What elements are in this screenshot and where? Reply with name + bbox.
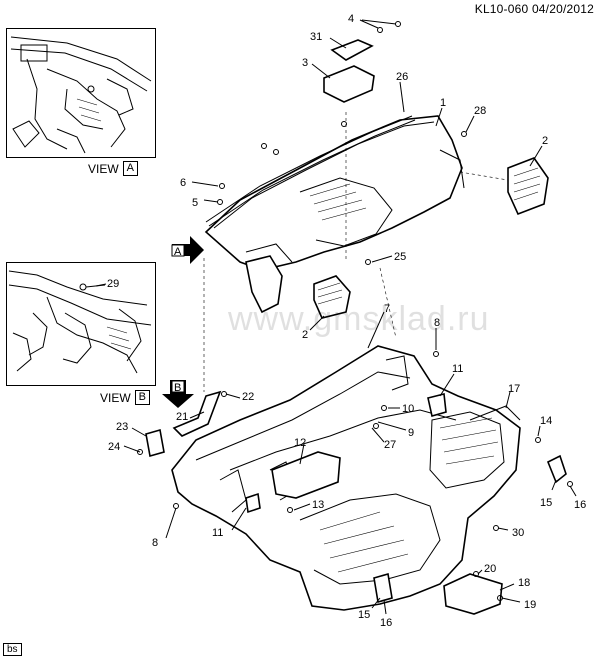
clip-11-left xyxy=(245,492,261,514)
bracket-15-lower xyxy=(373,572,393,604)
diagram-date: 04/20/2012 xyxy=(531,2,594,16)
callout-8-top: 8 xyxy=(434,317,440,329)
callout-2-right: 2 xyxy=(542,135,548,147)
air-outlet-right xyxy=(507,157,549,216)
callout-21: 21 xyxy=(176,411,188,423)
view-a-drawing xyxy=(10,36,152,154)
callout-7: 7 xyxy=(384,303,390,315)
callout-10: 10 xyxy=(402,403,414,415)
air-outlet-center xyxy=(313,275,351,319)
callout-9: 9 xyxy=(408,427,414,439)
callout-20: 20 xyxy=(484,563,496,575)
view-a-letter: A xyxy=(122,161,139,176)
view-b-drawing xyxy=(8,270,152,374)
callout-13: 13 xyxy=(312,499,324,511)
bracket-18 xyxy=(443,573,503,615)
strap-21 xyxy=(172,390,222,437)
callout-11-right: 11 xyxy=(452,363,463,375)
arrow-a-letter: A xyxy=(174,246,182,258)
callout-16-lower: 16 xyxy=(380,617,392,629)
callout-24: 24 xyxy=(108,441,120,453)
diagram-header: KL10-060 04/20/2012 xyxy=(475,2,594,16)
callout-29: 29 xyxy=(107,278,120,290)
callout-15-right: 15 xyxy=(540,497,552,509)
pad-part-31 xyxy=(330,39,374,61)
defroster-trim-strip xyxy=(205,115,413,223)
callout-3: 3 xyxy=(302,57,308,69)
knee-bolster-bracket xyxy=(271,451,341,499)
callout-23: 23 xyxy=(116,421,128,433)
view-b-label: VIEW B xyxy=(100,390,151,405)
clip-11-right xyxy=(427,393,447,418)
corner-tag: bs xyxy=(3,643,22,656)
bracket-23 xyxy=(145,428,165,458)
diagram-code: KL10-060 xyxy=(474,2,529,16)
callout-5: 5 xyxy=(192,197,198,209)
callout-12: 12 xyxy=(294,437,306,449)
callout-17: 17 xyxy=(508,383,520,395)
inset-view-b: 29 xyxy=(6,262,156,386)
callout-19: 19 xyxy=(524,599,536,611)
callout-labels: 4 31 3 26 1 28 2 6 5 25 2 7 8 11 17 14 1… xyxy=(108,13,586,629)
callout-28: 28 xyxy=(474,105,486,117)
callout-16-right: 16 xyxy=(574,499,586,511)
view-a-label: VIEW A xyxy=(88,161,139,176)
callout-31: 31 xyxy=(310,31,322,43)
callout-8-bottom: 8 xyxy=(152,537,158,549)
callout-25: 25 xyxy=(394,251,406,263)
watermark: www.gmsklad.ru xyxy=(228,300,490,338)
callout-18: 18 xyxy=(518,577,530,589)
arrow-b-letter: B xyxy=(174,382,181,394)
instrument-panel-carrier xyxy=(171,345,521,611)
callout-27: 27 xyxy=(384,439,396,451)
callout-14: 14 xyxy=(540,415,552,427)
callout-22: 22 xyxy=(242,391,254,403)
callout-6: 6 xyxy=(180,177,186,189)
view-b-letter: B xyxy=(134,390,151,405)
view-b-arrow: B xyxy=(162,380,194,408)
callout-11-left: 11 xyxy=(212,527,223,539)
callout-15-lower: 15 xyxy=(358,609,370,621)
callout-4: 4 xyxy=(348,13,354,25)
leader-lines xyxy=(95,19,577,615)
callout-26: 26 xyxy=(396,71,408,83)
instrument-panel-upper xyxy=(204,115,465,271)
callout-30: 30 xyxy=(512,527,524,539)
callout-1: 1 xyxy=(440,97,446,109)
view-a-arrow: A xyxy=(171,236,204,264)
bracket-15-right xyxy=(546,454,567,484)
inset-view-a xyxy=(6,28,156,158)
switch-bezel xyxy=(323,65,375,103)
callout-2-center: 2 xyxy=(302,329,308,341)
panel-side-bracket xyxy=(245,255,283,314)
